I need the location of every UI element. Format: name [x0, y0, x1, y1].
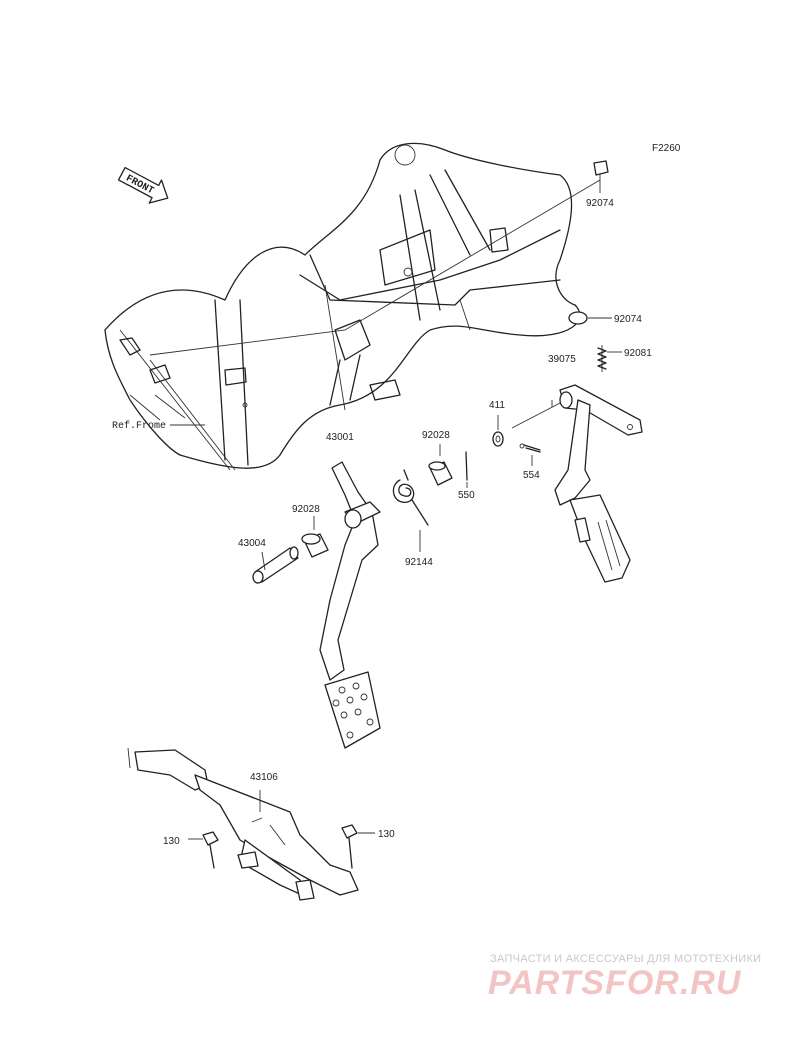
- pin-550: [465, 451, 468, 488]
- bolt-130-left: [188, 831, 219, 869]
- label-92144: 92144: [405, 557, 433, 568]
- parking-brake-lever-43106: [127, 747, 359, 901]
- washer-411: [492, 415, 504, 447]
- front-arrow-icon: FRONT: [117, 166, 169, 204]
- label-ref-frame: Ref.Frome: [112, 420, 166, 432]
- label-130-left: 130: [163, 836, 180, 847]
- pedal-holes: [332, 682, 374, 739]
- shaft-43004: [252, 546, 299, 584]
- label-554: 554: [523, 470, 540, 481]
- spring-92144: [392, 469, 429, 552]
- frame-drawing: [104, 142, 601, 471]
- label-411: 411: [489, 400, 505, 411]
- bushing-92028-lower: [301, 516, 329, 558]
- cap-92074-mid: [568, 311, 612, 325]
- watermark-logo: PARTSFOR.RU: [488, 964, 742, 1002]
- bushing-92028-upper: [428, 444, 453, 486]
- label-39075: 39075: [548, 354, 576, 365]
- label-92028-lower: 92028: [292, 504, 320, 515]
- cap-92074-top: [593, 160, 609, 193]
- bolt-130-right: [341, 824, 375, 869]
- label-92074-mid: 92074: [614, 314, 642, 325]
- front-arrow-label: FRONT: [124, 173, 156, 197]
- label-550: 550: [458, 490, 475, 501]
- label-43001: 43001: [326, 432, 354, 443]
- diagram-code: F2260: [652, 143, 681, 154]
- label-43106: 43106: [250, 772, 278, 783]
- label-92074-top: 92074: [586, 198, 614, 209]
- label-130-right: 130: [378, 829, 395, 840]
- label-43004: 43004: [238, 538, 266, 549]
- spring-92081: [597, 345, 622, 372]
- cotter-pin-554: [519, 443, 541, 466]
- pedal-43001: [319, 461, 381, 749]
- label-92028-upper: 92028: [422, 430, 450, 441]
- watermark-tagline: ЗАПЧАСТИ И АКСЕССУАРЫ ДЛЯ МОТОТЕХНИКИ: [490, 953, 761, 965]
- brake-pedal-39075: [511, 384, 643, 583]
- label-92081: 92081: [624, 348, 652, 359]
